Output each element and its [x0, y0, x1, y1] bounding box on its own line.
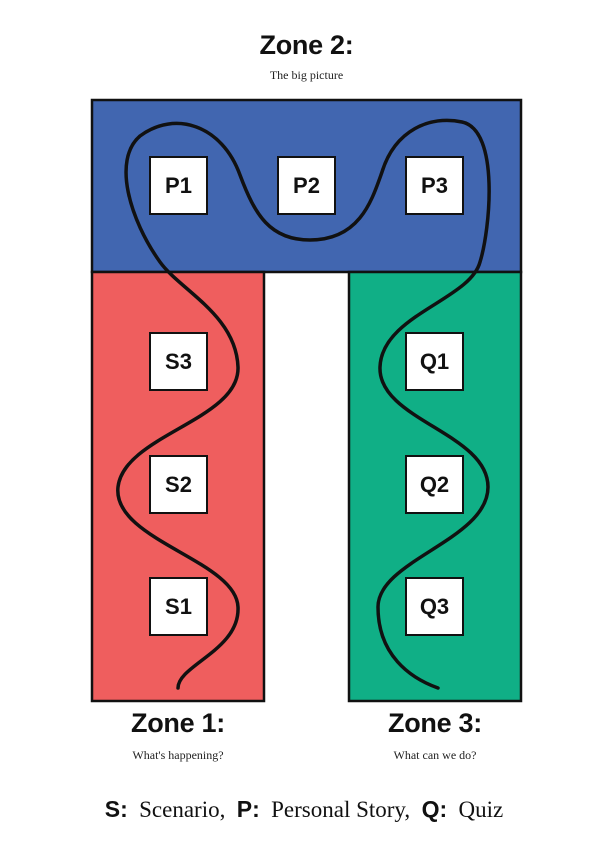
- zone-1-title: Zone 1:: [131, 708, 225, 738]
- node-q1: Q1: [405, 332, 464, 391]
- legend-s-key: S:: [104, 796, 128, 822]
- zone-3-subtitle: What can we do?: [393, 748, 477, 762]
- node-q3-label: Q3: [420, 594, 449, 619]
- node-p1: P1: [149, 156, 208, 215]
- legend-p-key: P:: [236, 796, 260, 822]
- node-q1-label: Q1: [420, 349, 449, 374]
- node-p2-label: P2: [293, 173, 320, 198]
- node-p2: P2: [277, 156, 336, 215]
- journey-path: [116, 118, 491, 690]
- node-s1-label: S1: [165, 594, 192, 619]
- zone-3-title: Zone 3:: [388, 708, 482, 738]
- node-s3: S3: [149, 332, 208, 391]
- legend-q-value: Quiz: [458, 797, 504, 822]
- node-s3-label: S3: [165, 349, 192, 374]
- node-p1-label: P1: [165, 173, 192, 198]
- zone-2-title: Zone 2:: [259, 30, 354, 60]
- legend: S: Scenario, P: Personal Story, Q: Quiz: [0, 796, 613, 823]
- node-p3-label: P3: [421, 173, 448, 198]
- legend-p-value: Personal Story,: [271, 797, 411, 822]
- node-p3: P3: [405, 156, 464, 215]
- node-s2: S2: [149, 455, 208, 514]
- legend-s-value: Scenario,: [139, 797, 226, 822]
- node-q2-label: Q2: [420, 472, 449, 497]
- legend-q-key: Q:: [421, 796, 448, 822]
- zone-1-subtitle: What's happening?: [132, 748, 224, 762]
- node-q3: Q3: [405, 577, 464, 636]
- node-s2-label: S2: [165, 472, 192, 497]
- node-s1: S1: [149, 577, 208, 636]
- node-q2: Q2: [405, 455, 464, 514]
- zone-2-subtitle: The big picture: [269, 68, 344, 82]
